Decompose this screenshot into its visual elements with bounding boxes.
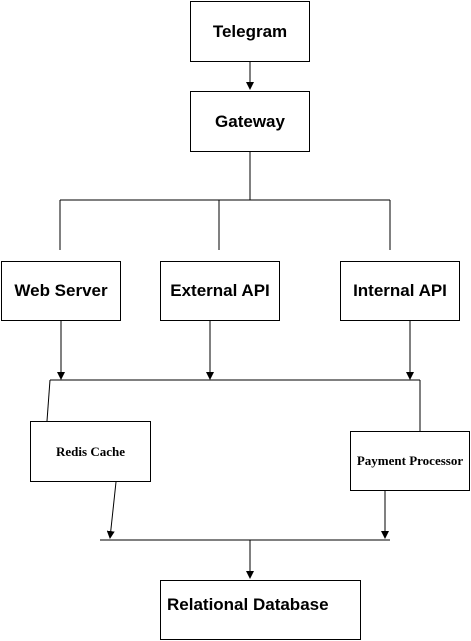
node-relational-database: Relational Database	[160, 580, 361, 640]
node-redis-cache: Redis Cache	[30, 421, 151, 482]
node-payment-processor-label: Payment Processor	[356, 453, 464, 468]
node-telegram: Telegram	[190, 1, 310, 62]
node-external-api: External API	[160, 261, 280, 321]
edge-redis-bus	[106, 481, 117, 539]
node-internal-api: Internal API	[340, 261, 460, 321]
node-internal-api-label: Internal API	[353, 281, 447, 300]
node-web-server-label: Web Server	[14, 281, 108, 300]
node-gateway-label: Gateway	[215, 111, 285, 131]
node-external-api-label: External API	[170, 281, 270, 300]
node-redis-cache-label: Redis Cache	[56, 443, 125, 459]
node-relational-database-label: Relational Database	[167, 595, 329, 614]
node-payment-processor: Payment Processor	[350, 431, 470, 491]
merge-to-redis	[46, 379, 51, 422]
node-telegram-label: Telegram	[212, 21, 288, 41]
node-web-server: Web Server	[1, 261, 121, 321]
node-gateway: Gateway	[190, 91, 310, 152]
